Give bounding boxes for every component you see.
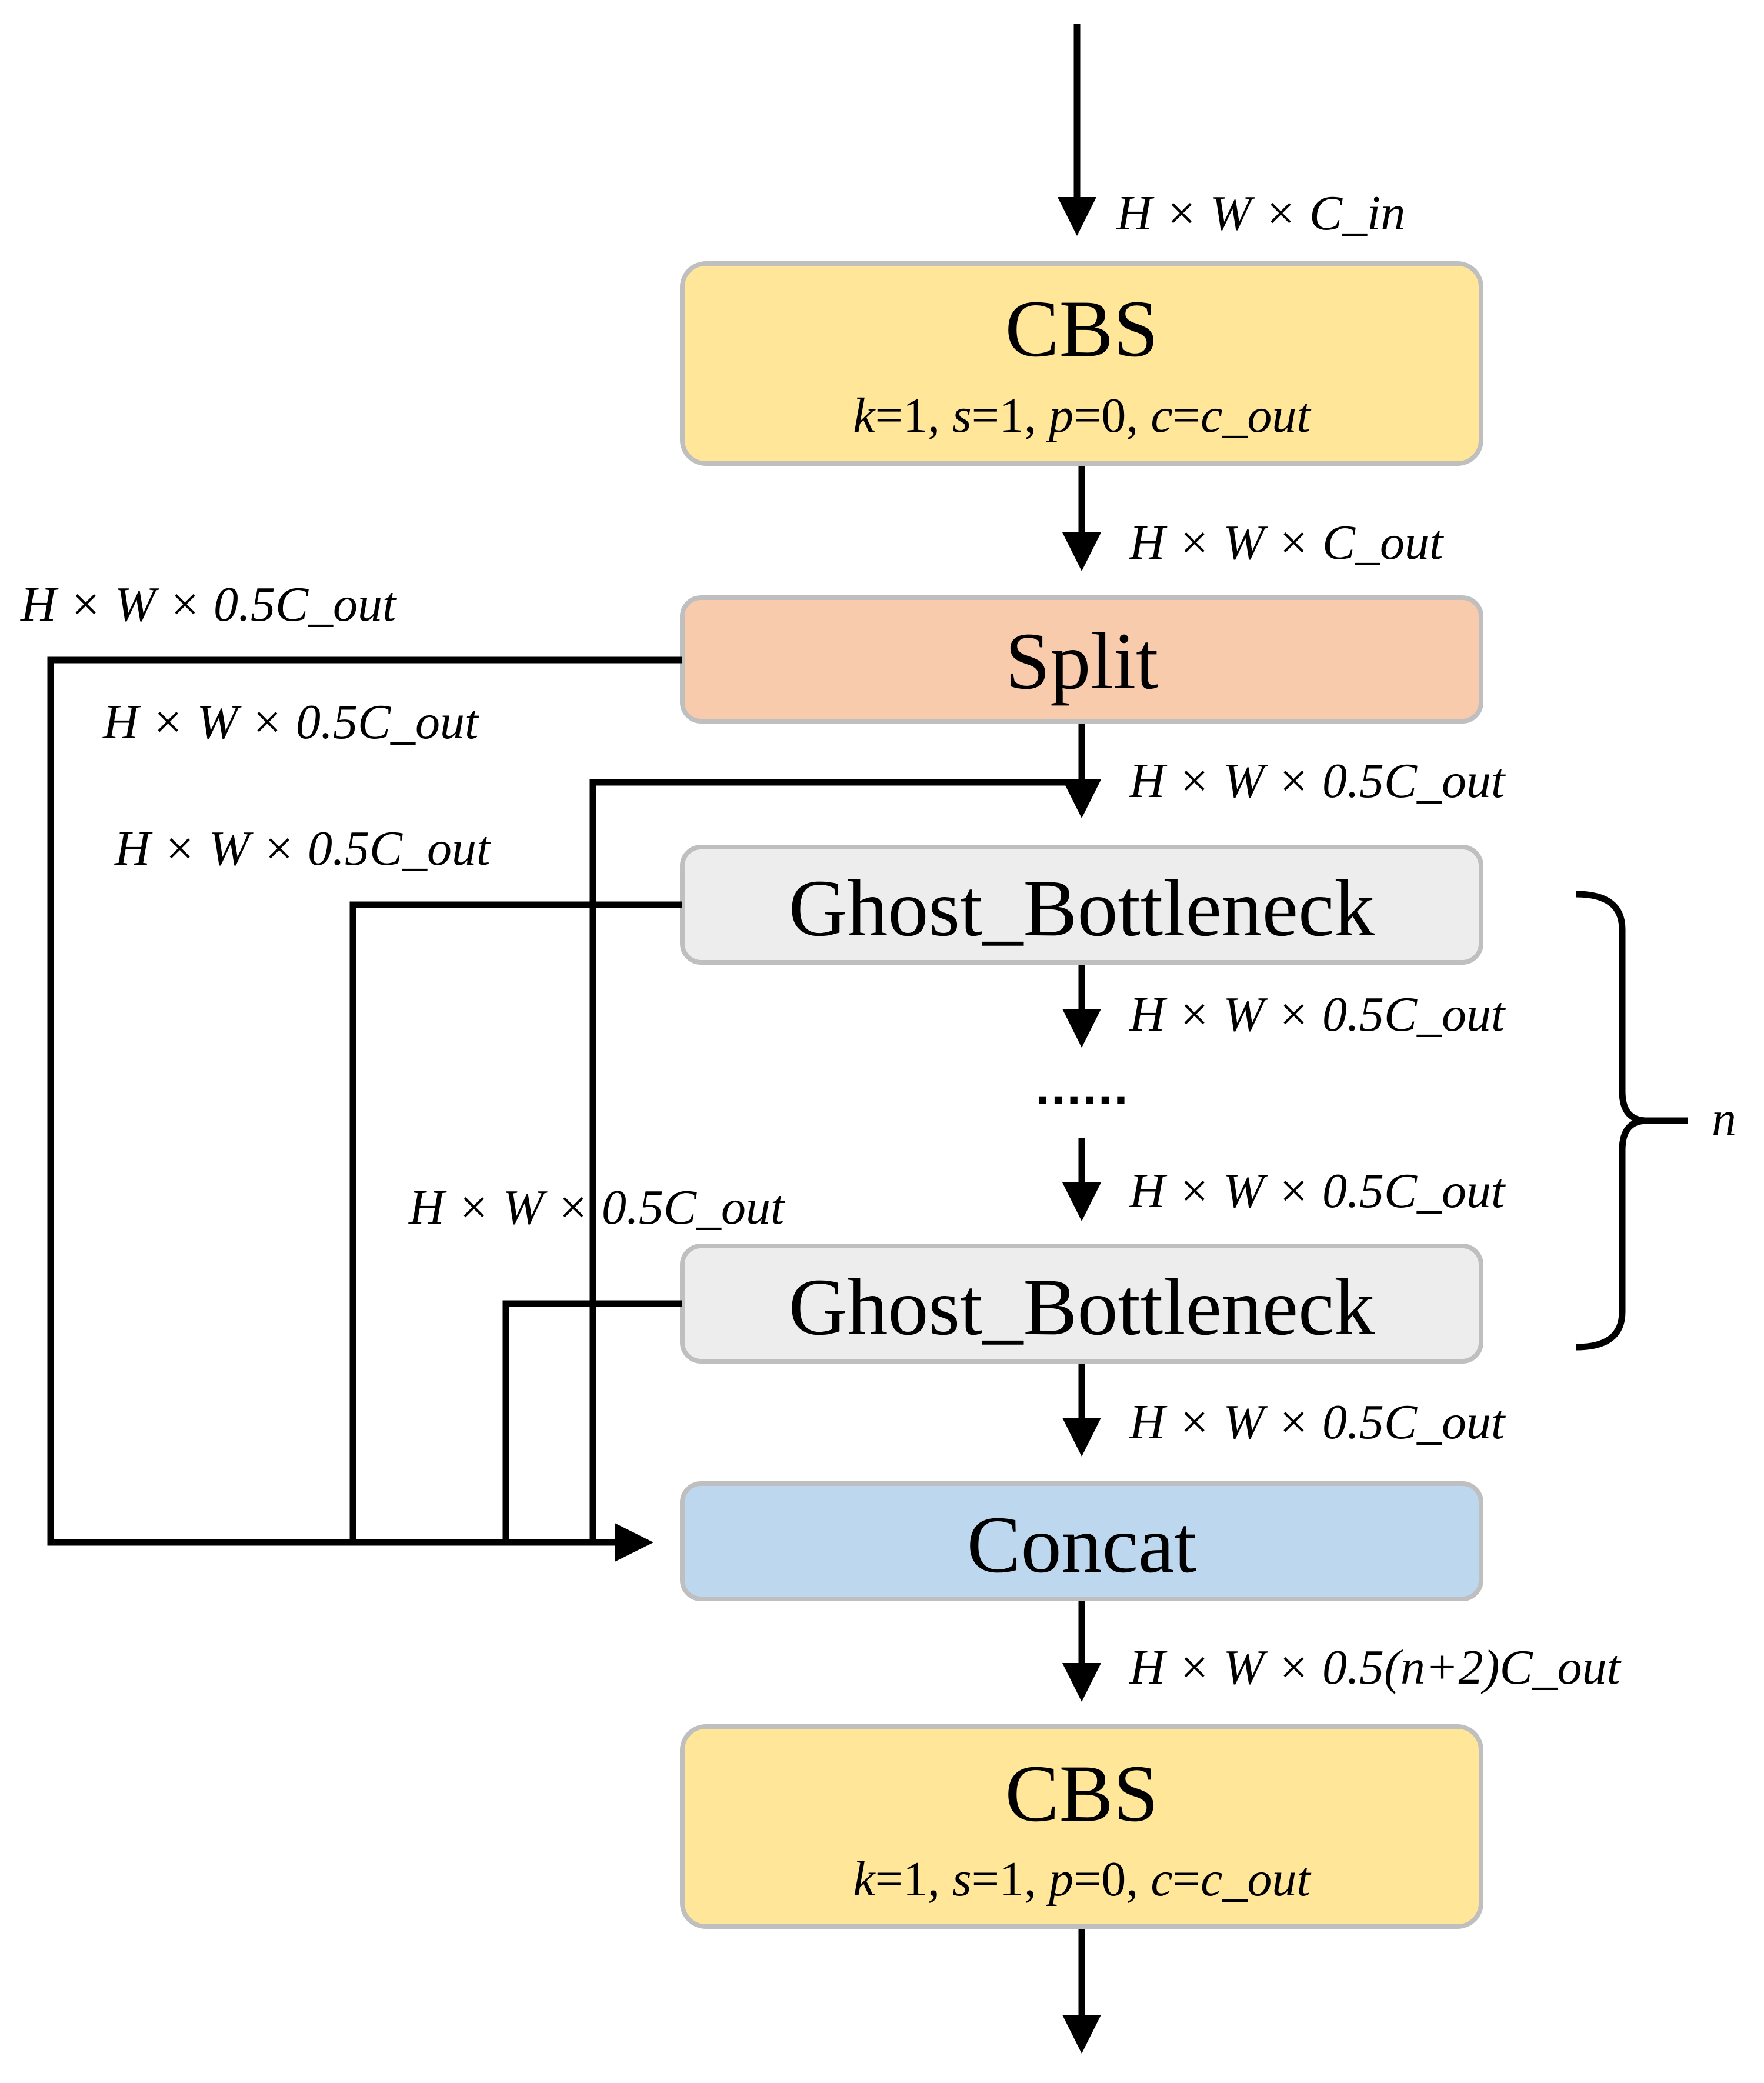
ellipsis: ······: [1035, 1077, 1129, 1125]
ghost1-left-label: H × W × 0.5C_out: [114, 821, 492, 876]
concat-down-label: H × W × 0.5(n+2)C_out: [1129, 1640, 1622, 1695]
cbs-top-c-eq: =: [1173, 388, 1201, 443]
cbs-top-c: c: [1151, 388, 1172, 443]
cbs-top-s-val: =1,: [972, 388, 1049, 443]
split-down-left-label: H × W × 0.5C_out: [102, 695, 480, 749]
cbs-bottom-c-eq: =: [1173, 1852, 1201, 1907]
cbs-bottom-k: k: [853, 1852, 876, 1907]
cbs-top-block: CBS k=1, s=1, p=0, c=c_out: [680, 261, 1483, 466]
split-down-right-label: H × W × 0.5C_out: [1129, 754, 1506, 808]
ghost-bottleneck-2-block: Ghost_Bottleneck: [680, 1244, 1483, 1364]
cbs-top-box: [680, 261, 1483, 466]
ghost1-down-label: H × W × 0.5C_out: [1129, 987, 1506, 1042]
cbs-top-title: CBS: [1005, 284, 1159, 374]
ghost-bottleneck-1-title: Ghost_Bottleneck: [789, 863, 1375, 953]
cbs-bottom-s-val: =1,: [972, 1852, 1049, 1907]
split-left-label: H × W × 0.5C_out: [20, 577, 398, 632]
split-block: Split: [680, 595, 1483, 724]
ghost2-skip-line: [502, 1300, 682, 1542]
concat-title: Concat: [967, 1499, 1197, 1589]
cbs-top-c-out: c_out: [1201, 388, 1312, 443]
dots-down-label: H × W × 0.5C_out: [1129, 1164, 1506, 1218]
cbs-to-split-label: H × W × C_out: [1129, 515, 1445, 570]
repeat-n-label: n: [1712, 1092, 1736, 1147]
cbs-bottom-title: CBS: [1005, 1748, 1159, 1838]
cbs-bottom-p-val: =0,: [1073, 1852, 1151, 1907]
cbs-top-k-val: =1,: [875, 388, 952, 443]
concat-box: [680, 1481, 1483, 1601]
repeat-brace: [1576, 891, 1688, 1351]
cbs-bottom-p: p: [1046, 1852, 1073, 1907]
ghost2-left-label: H × W × 0.5C_out: [408, 1180, 786, 1235]
split-title: Split: [1005, 616, 1159, 706]
cbs-bottom-k-val: =1,: [875, 1852, 952, 1907]
input-shape-label: H × W × C_in: [1116, 186, 1405, 241]
ghost-bottleneck-1-block: Ghost_Bottleneck: [680, 845, 1483, 965]
cbs-top-s: s: [952, 388, 972, 443]
ghost1-skip-line: [349, 901, 682, 1542]
cbs-top-k: k: [853, 388, 876, 443]
split-skip-line: [47, 656, 682, 1546]
cbs-top-p-val: =0,: [1073, 388, 1151, 443]
cbs-top-params: k=1, s=1, p=0, c=c_out: [853, 388, 1312, 443]
cbs-top-p: p: [1046, 388, 1073, 443]
cbs-bottom-params: k=1, s=1, p=0, c=c_out: [853, 1852, 1312, 1907]
cbs-bottom-c-out: c_out: [1201, 1852, 1312, 1907]
ghost2-down-label: H × W × 0.5C_out: [1129, 1395, 1506, 1449]
ghost-bottleneck-2-title: Ghost_Bottleneck: [789, 1262, 1375, 1352]
cbs-bottom-s: s: [952, 1852, 972, 1907]
split-down-skip-line: [589, 779, 1082, 1542]
cbs-bottom-block: CBS k=1, s=1, p=0, c=c_out: [680, 1724, 1483, 1929]
cbs-bottom-c: c: [1151, 1852, 1172, 1907]
cbs-bottom-box: [680, 1724, 1483, 1929]
concat-block: Concat: [680, 1481, 1483, 1601]
